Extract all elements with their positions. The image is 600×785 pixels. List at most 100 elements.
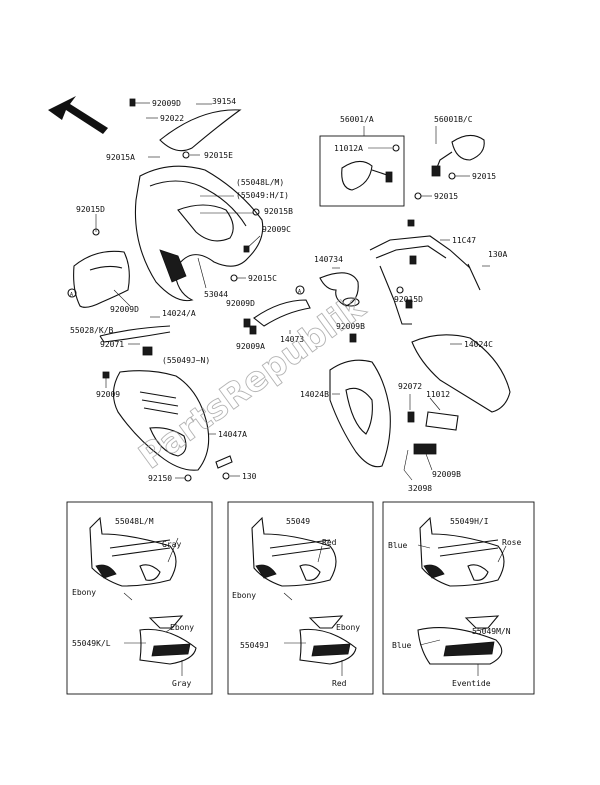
label-92015-b: 92015 <box>414 192 458 201</box>
part-number: 92009A <box>236 342 265 351</box>
variant-lower-part: 55049J <box>240 641 269 650</box>
label-55028KB: 55028/K/B <box>70 326 114 335</box>
variant-upper-base: Blue <box>388 541 407 550</box>
air-duct-part[interactable] <box>319 272 360 307</box>
part-number: 130A <box>488 250 507 259</box>
part-number: 92009 <box>96 390 120 399</box>
variant-lower-color: Blue <box>392 641 411 650</box>
svg-text:A: A <box>70 292 73 298</box>
part-number: 14024/A <box>162 309 196 318</box>
label-14024A: 14024/A <box>150 309 196 318</box>
label-92009B-b: 92009B <box>413 443 461 479</box>
label-11047: 11C47 <box>440 236 476 245</box>
variant-upper-part: 55049H/I <box>450 517 489 526</box>
part-number: 92009B <box>432 470 461 479</box>
part-number: (55049:H/I) <box>236 191 289 200</box>
label-92009C: 92009C <box>243 225 291 253</box>
windshield-part[interactable] <box>159 109 242 152</box>
label-92009B: 92009B <box>336 322 365 343</box>
variant-lower-part: 55049K/L <box>72 639 111 648</box>
label-130: 130 <box>215 455 257 481</box>
part-number: 32098 <box>408 484 432 493</box>
variant-upper-part: 55048L/M <box>115 517 154 526</box>
variant-lower-color: Ebony <box>170 623 194 632</box>
label-92071: 92071 <box>100 340 140 349</box>
label-92015C: 92015C <box>230 274 277 283</box>
part-number: (55049J~N) <box>162 356 210 365</box>
variant-upper-color: Gray <box>162 540 181 549</box>
lower-cowling-part[interactable] <box>99 325 210 471</box>
label-92015B-top: 92015B <box>200 207 293 216</box>
part-number: 130 <box>242 472 257 481</box>
part-number: 92015E <box>204 151 233 160</box>
part-number: 140734 <box>314 255 343 264</box>
label-92009A: 92009A <box>236 325 265 351</box>
label-92072: 92072 <box>398 382 422 423</box>
part-number: 92015D <box>76 205 105 214</box>
part-number: 92015B <box>264 207 293 216</box>
part-number: 11012 <box>426 390 450 399</box>
upper-cowling-part[interactable] <box>134 165 264 302</box>
part-number: (55048L/M) <box>236 178 284 187</box>
label-32098: 32098 <box>403 449 432 493</box>
variant-upper-color: Rose <box>502 538 521 547</box>
variant-upper-color: Red <box>322 538 337 547</box>
part-number: 92015 <box>434 192 458 201</box>
label-92015D-b: 92015D <box>394 286 423 304</box>
variant-lower-base: Gray <box>172 679 191 688</box>
label-56001BC: 56001B/C <box>434 115 473 124</box>
label-92009D-3: 92009D <box>226 299 255 328</box>
inner-fairing-part[interactable]: A <box>67 250 130 308</box>
label-39154: 39154 <box>196 97 236 106</box>
right-lower-cowling-part[interactable] <box>329 334 511 468</box>
mirror-left-part[interactable] <box>319 135 405 207</box>
label-92009D-2: 92009D <box>110 289 139 314</box>
label-92009: 92009 <box>96 371 120 399</box>
variant-panel-1: 55048L/M Gray Ebony 55049K/L Ebony Gray <box>66 501 213 695</box>
part-number: 92009B <box>336 322 365 331</box>
part-number: 14073 <box>280 335 304 344</box>
label-55049JN: (55049J~N) <box>162 356 210 365</box>
label-130A: 130A <box>482 250 507 267</box>
part-number: 92009D <box>226 299 255 308</box>
front-direction-arrow-icon <box>48 96 108 134</box>
label-11012A: 11012A <box>334 144 392 153</box>
label-56001A: 56001/A <box>340 115 374 136</box>
label-11012: 11012 <box>425 390 459 431</box>
variant-lower-base: Eventide <box>452 679 491 688</box>
part-number: 56001B/C <box>434 115 473 124</box>
part-number: 14024B <box>300 390 329 399</box>
variant-panel-3: 55049H/I Rose Blue 55049M/N Blue Eventid… <box>382 501 535 695</box>
label-14073: 14073 <box>280 330 304 344</box>
part-number: 92015A <box>106 153 135 162</box>
label-55049HI: (55049:H/I) <box>200 191 289 200</box>
variant-upper-base: Ebony <box>72 588 96 597</box>
variant-lower-part: 55049M/N <box>472 627 511 636</box>
part-number: 14047A <box>218 430 247 439</box>
part-number: 92015C <box>248 274 277 283</box>
part-number: 92015D <box>394 295 423 304</box>
svg-text:A: A <box>298 289 301 295</box>
label-92015A: 92015A <box>106 153 160 162</box>
part-number: 92071 <box>100 340 124 349</box>
part-number: 92015 <box>472 172 496 181</box>
label-14024C: 14024C <box>450 340 493 349</box>
variant-panel-2: 55049 Red Ebony 55049J Ebony Red <box>227 501 374 695</box>
part-number: 92009C <box>262 225 291 234</box>
variant-upper-part: 55049 <box>286 517 310 526</box>
part-number: 14024C <box>464 340 493 349</box>
label-92015D: 92015D <box>76 205 105 236</box>
mirror-right-part[interactable] <box>431 126 485 177</box>
stay-bracket-part[interactable] <box>369 219 481 325</box>
part-number: 92150 <box>148 474 172 483</box>
variant-lower-base: Red <box>332 679 347 688</box>
inner-panel-part[interactable]: A <box>253 285 311 327</box>
label-92022: 92022 <box>146 114 184 123</box>
variant-upper-base: Ebony <box>232 591 256 600</box>
part-number: 92022 <box>160 114 184 123</box>
part-number: 11C47 <box>452 236 476 245</box>
label-55048LM: (55048L/M) <box>236 178 284 187</box>
part-number: 92009D <box>110 305 139 314</box>
label-14047A: 14047A <box>208 430 247 439</box>
